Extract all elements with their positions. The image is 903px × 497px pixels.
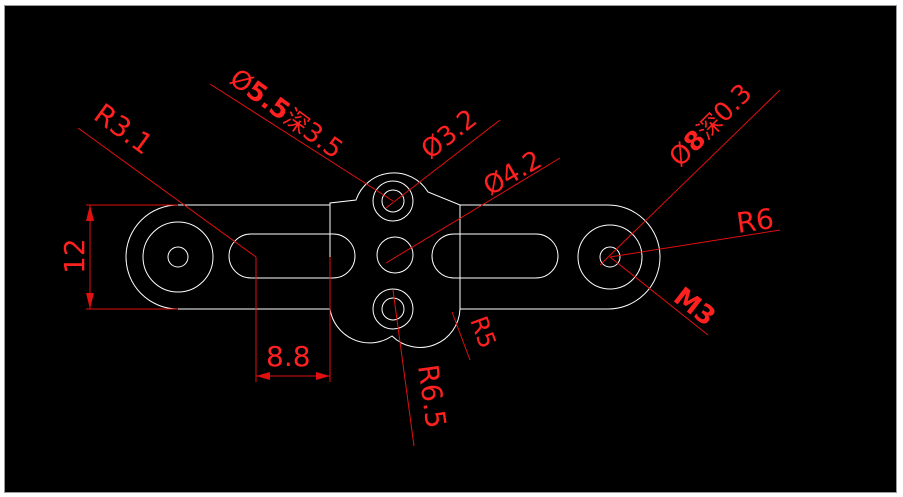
leader-r6-5 [392,289,415,447]
bottom-hole-inner [381,297,405,321]
dimension-lines [77,83,781,447]
right-boss-outer [577,224,643,290]
leader-3-2 [385,119,501,209]
slot-left [228,233,356,279]
dim-8-8-arrow-right [316,372,330,380]
label-hole-3-2: Ø3.2 [416,104,483,166]
dim-12-arrow-top [86,205,94,221]
left-boss-outer [142,221,214,293]
label-r6: R6 [734,202,776,240]
bottom-hole-outer [372,288,414,330]
leader-r3-1 [77,127,257,258]
leader-4-2 [385,157,561,264]
label-r6-5: R6.5 [411,362,453,430]
top-hole-inner [381,189,405,213]
leader-m3 [609,256,709,336]
label-slot-8-8: 8.8 [266,340,311,373]
label-hole-4-2: Ø4.2 [479,145,548,202]
right-boss-hole [599,246,621,268]
left-boss-hole [167,246,189,268]
dimension-labels: R3.1 Ø5.5深3.5 Ø3.2 Ø4.2 Ø8深0.3 R6 M3 R5 … [58,63,776,430]
label-hole-5-5: Ø5.5深3.5 [224,63,348,165]
dim-8-8-arrow-left [256,372,270,380]
dim-12-arrow-bottom [86,293,94,309]
center-hole [376,236,414,274]
part-outline [125,172,661,348]
top-hole-outer [372,180,414,222]
leader-r6 [609,229,781,258]
leader-5-5 [209,83,394,202]
leader-r5 [451,311,471,361]
cad-viewport[interactable] [4,5,897,493]
label-hole-8: Ø8深0.3 [664,78,759,173]
label-r5: R5 [464,312,501,352]
label-m3: M3 [668,282,721,333]
part-contour [125,172,661,348]
slot-right [431,233,559,279]
label-r3-1: R3.1 [88,97,159,161]
leader-8 [599,89,781,266]
label-height-12: 12 [58,238,91,274]
